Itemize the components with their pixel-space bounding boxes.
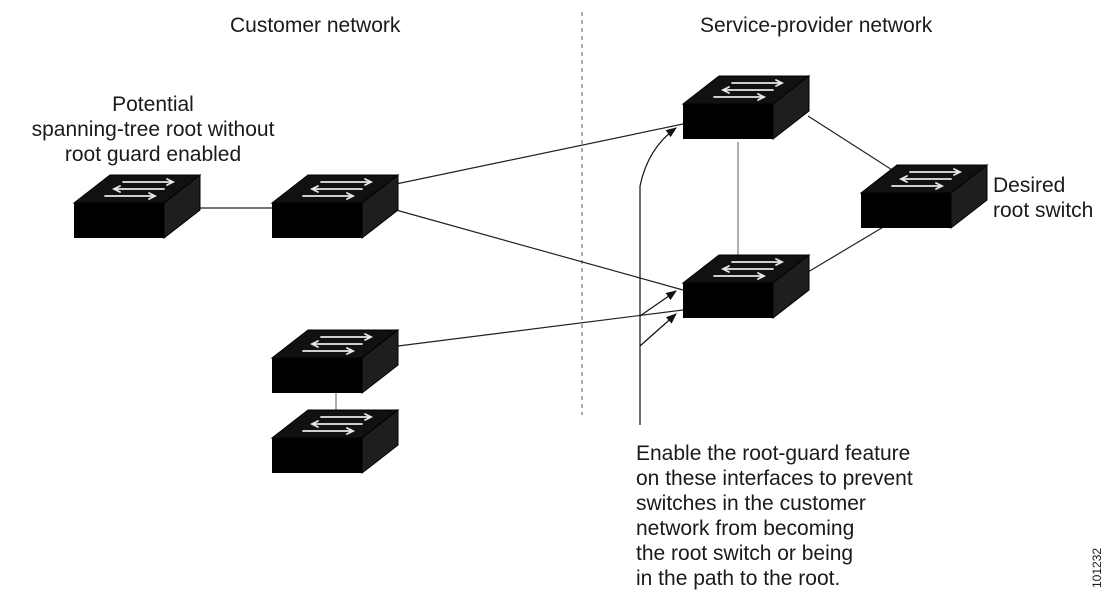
desired-root-line-2: root switch — [993, 199, 1094, 222]
potential-root-line-1: Potential — [112, 93, 194, 116]
links — [200, 115, 901, 410]
switch-arrows-icon — [302, 333, 374, 355]
switch-arrows-icon — [302, 178, 374, 200]
switch-side-face — [361, 408, 399, 475]
switch-side-face — [772, 74, 810, 141]
callout-line-5: the root switch or being — [636, 542, 854, 565]
switch-front-face — [272, 203, 362, 238]
link-provider-bottom-to-root — [807, 225, 886, 273]
callout-line-1: Enable the root-guard feature — [636, 442, 911, 465]
switch-arrows-icon — [713, 79, 785, 101]
root-guard-callout: Enable the root-guard feature on these i… — [636, 441, 913, 591]
desired-root-line-1: Desired — [993, 174, 1066, 197]
switch-arrows-icon — [302, 413, 374, 435]
potential-root-label: Potential spanning-tree root without roo… — [0, 92, 306, 167]
customer-switch-a — [270, 173, 400, 240]
arrow-to-provider-bottom-2 — [639, 313, 677, 347]
switch-side-face — [163, 173, 201, 240]
switch-arrows-icon — [104, 178, 176, 200]
switch-front-face — [74, 203, 164, 238]
link-a-to-provider-top — [395, 123, 684, 185]
switches — [72, 74, 989, 475]
switch-front-face — [861, 193, 951, 228]
potential-root-line-3: root guard enabled — [64, 143, 242, 166]
potential-root-line-2: spanning-tree root without — [31, 118, 275, 141]
figure-id: 101232 — [1090, 547, 1104, 588]
desired-root-label: Desired root switch — [993, 173, 1093, 223]
provider-network-label: Service-provider network — [700, 14, 933, 37]
desired-root-switch — [859, 163, 989, 230]
callout-arrows — [639, 127, 677, 425]
potential-root-switch — [72, 173, 202, 240]
switch-side-face — [361, 328, 399, 395]
switch-side-face — [772, 253, 810, 320]
customer-switch-c — [270, 408, 400, 475]
callout-line-6: in the path to the root. — [636, 567, 841, 590]
provider-switch-bottom — [681, 253, 811, 320]
arrow-to-provider-top — [639, 127, 677, 187]
switch-arrows-icon — [891, 168, 963, 190]
switch-front-face — [683, 104, 773, 139]
link-b-to-provider-bottom — [397, 309, 684, 347]
switch-front-face — [683, 283, 773, 318]
callout-line-2: on these interfaces to prevent — [636, 467, 913, 490]
callout-line-4: network from becoming — [636, 517, 855, 540]
switch-side-face — [361, 173, 399, 240]
provider-switch-top — [681, 74, 811, 141]
callout-line-3: switches in the customer — [636, 492, 866, 515]
customer-switch-b — [270, 328, 400, 395]
customer-network-label: Customer network — [230, 14, 401, 37]
link-provider-top-to-root — [807, 115, 901, 176]
link-a-to-provider-bottom — [395, 209, 684, 291]
switch-arrows-icon — [713, 258, 785, 280]
switch-side-face — [950, 163, 988, 230]
switch-front-face — [272, 358, 362, 393]
arrow-to-provider-bottom-1 — [639, 290, 677, 317]
switch-front-face — [272, 438, 362, 473]
